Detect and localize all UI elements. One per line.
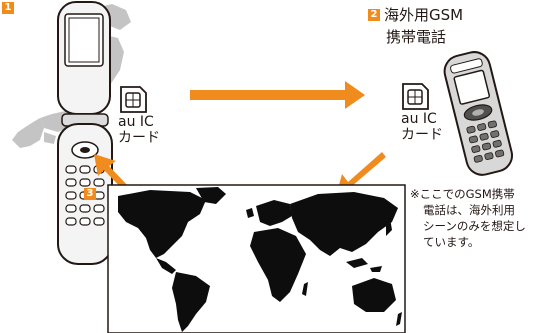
step-1-badge: 1 (2, 2, 14, 14)
gsm-phone-title-line2: 携帯電話 (386, 28, 447, 46)
gsm-phone-title-line1: 海外用GSM (384, 6, 464, 24)
au-ic-card-label-line2: カード (401, 127, 443, 143)
world-map-icon (118, 187, 402, 332)
gsm-phone-icon (443, 51, 513, 176)
au-ic-card-label-line2: カード (118, 130, 160, 146)
au-ic-card-label-line1: au IC (401, 111, 437, 127)
step-3-badge: 3 (84, 188, 96, 200)
flip-phone-icon (57, 1, 113, 265)
footnote-line2: 電話は、海外利用 (423, 203, 515, 217)
footnote: ※ここでのGSM携帯 電話は、海外利用 シーンのみを想定し ています。 (410, 186, 546, 250)
step-2-badge: 2 (368, 9, 380, 21)
au-ic-card-label-2: au IC カード (401, 111, 443, 143)
au-ic-card-label-1: au IC カード (118, 114, 160, 146)
sim-card-icon (402, 83, 429, 110)
arrow-icon (190, 81, 365, 109)
footnote-line1: ※ここでのGSM携帯 (410, 187, 515, 201)
sim-card-icon (120, 86, 147, 113)
arrow-icon (94, 154, 132, 194)
footnote-line3: シーンのみを想定し (423, 219, 526, 233)
footnote-line4: ています。 (423, 235, 480, 249)
au-ic-card-label-line1: au IC (118, 114, 154, 130)
